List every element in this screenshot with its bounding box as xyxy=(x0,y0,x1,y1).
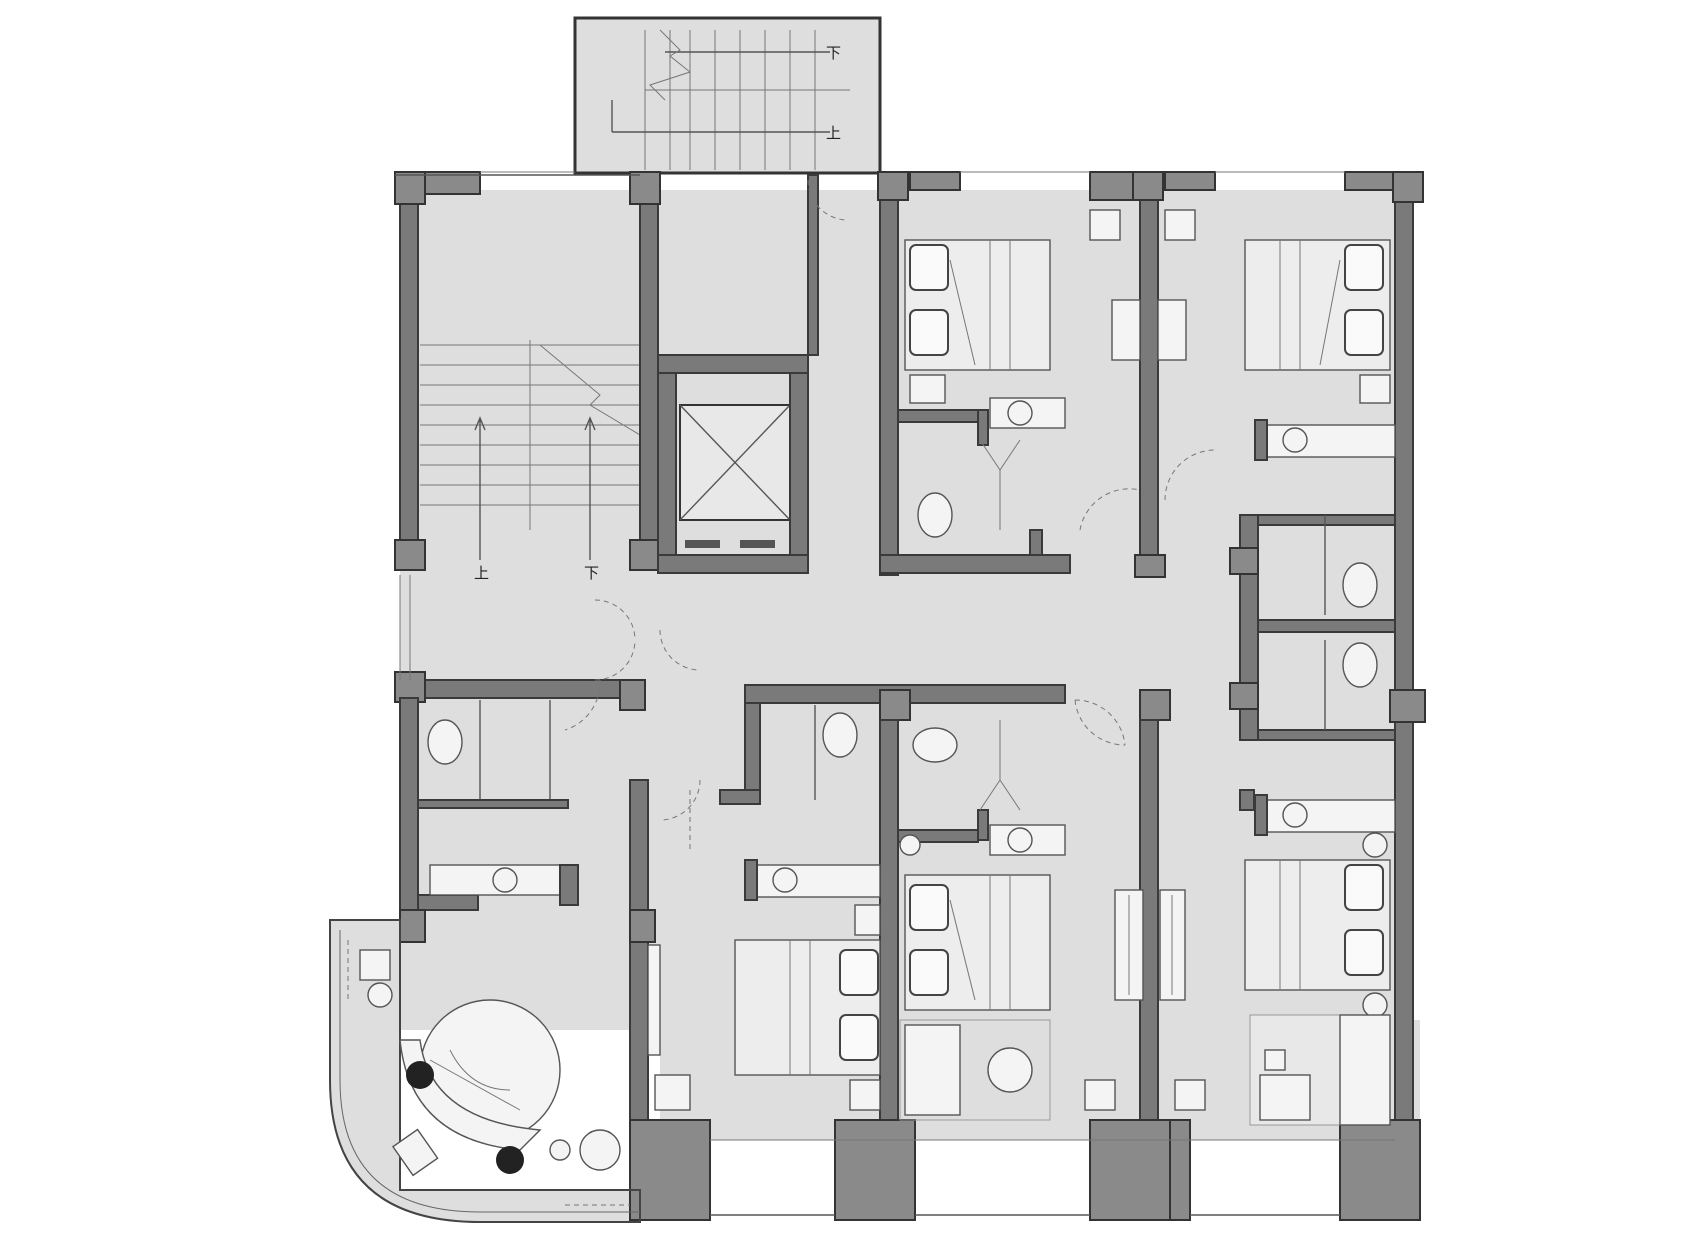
restroom xyxy=(417,679,601,906)
guest-room-lower-right xyxy=(1074,699,1391,1126)
guest-room-lower-left xyxy=(647,705,881,1111)
lounge xyxy=(329,919,641,1223)
window-lines xyxy=(399,171,1345,680)
elevator xyxy=(679,404,791,548)
guest-room-lower-middle xyxy=(897,699,1144,1121)
walls xyxy=(394,171,1426,1221)
stair-down-label: 下 xyxy=(826,44,841,62)
guest-room-upper-right xyxy=(1157,209,1396,836)
stair-up-label: 上 xyxy=(826,124,841,142)
top-stairwell: 下 上 xyxy=(573,16,882,175)
left-stairwell: 上 下 xyxy=(420,340,641,582)
stair-down-label: 下 xyxy=(584,564,599,582)
stair-up-label: 上 xyxy=(474,564,489,582)
guest-room-upper-left xyxy=(897,209,1141,556)
doors xyxy=(594,179,849,821)
